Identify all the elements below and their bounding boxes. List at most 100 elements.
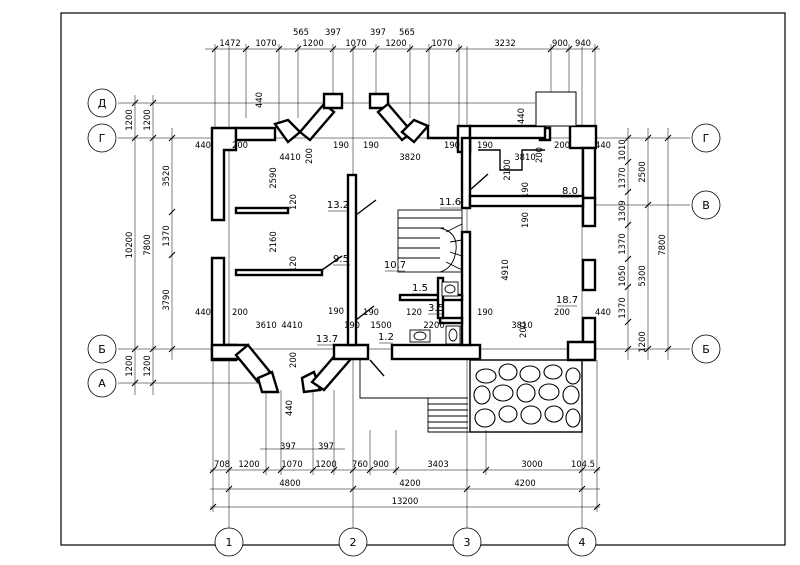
dim-tick <box>131 379 139 387</box>
dim-tick <box>463 485 471 493</box>
dim-tick <box>624 158 632 166</box>
wall-bottom-c <box>332 343 370 361</box>
axis-bubble-g-right <box>691 123 721 153</box>
dim-label: 397 <box>325 27 341 37</box>
dim-tick <box>593 503 601 511</box>
number-axis-lines <box>228 46 583 528</box>
bottom-dimension-labels: 397 397 708 1200 1070 1200 760 900 3403 … <box>214 441 595 506</box>
terrace-outline <box>469 359 583 433</box>
dim-label: 565 <box>293 27 309 37</box>
walls <box>210 91 598 394</box>
dim-tick <box>644 345 652 353</box>
stair-curve <box>439 227 457 273</box>
dim-tick <box>225 466 233 474</box>
dim-label: 397 <box>318 441 334 451</box>
dim-tick <box>578 466 586 474</box>
dim-label: 4200 <box>514 478 535 488</box>
door-leaf <box>355 199 377 216</box>
dim-label: 440 <box>595 307 611 317</box>
door-leaf <box>469 173 489 191</box>
room-area-label: 1.5 <box>412 283 428 294</box>
stone <box>498 363 518 381</box>
axis-label-d: Д <box>98 97 107 110</box>
axis-label-4: 4 <box>579 536 586 549</box>
dim-tick <box>168 345 176 353</box>
toilet-bowl-icon <box>444 284 456 294</box>
dim-label: 1050 <box>617 265 627 286</box>
wall-corner-tr <box>568 124 598 150</box>
wall-bay-top-diag-1 <box>298 102 336 142</box>
dim-tick <box>624 255 632 263</box>
dim-label: 190 <box>444 140 460 150</box>
sheet-frame <box>60 12 786 546</box>
axis-label-v: В <box>702 199 710 212</box>
fixtures <box>409 281 461 345</box>
dim-label: 1200 <box>238 459 259 469</box>
axis-label-g-left: Г <box>99 132 106 145</box>
axis-label-2: 2 <box>350 536 357 549</box>
dim-label: 1070 <box>281 459 302 469</box>
dim-label: 200 <box>232 140 248 150</box>
room-area-label: 1.2 <box>378 332 394 343</box>
dim-label: 190 <box>328 306 344 316</box>
interior-wall-h3 <box>468 194 585 208</box>
dim-label: 1370 <box>161 225 171 246</box>
dim-tick <box>149 379 157 387</box>
wall-top-right-seg2 <box>468 124 547 140</box>
stone <box>498 405 518 423</box>
dim-label: 1370 <box>617 167 627 188</box>
door-leaf <box>355 305 375 321</box>
room-area-label: 18.7 <box>556 295 578 306</box>
axis-bubble-g-left <box>87 123 117 153</box>
dim-tick <box>664 134 672 142</box>
dim-label: 190 <box>333 140 349 150</box>
room-area-label: 13.2 <box>327 200 349 211</box>
dim-label: 200 <box>554 140 570 150</box>
interior-wall-h5 <box>438 316 464 325</box>
dim-tick <box>168 208 176 216</box>
dim-tick <box>547 45 555 53</box>
stone-terrace <box>469 359 583 433</box>
dim-label: 1070 <box>345 38 366 48</box>
stone <box>473 385 491 405</box>
stone <box>475 368 497 384</box>
dim-tick <box>482 466 490 474</box>
dim-tick <box>565 45 573 53</box>
dim-label: 440 <box>195 140 211 150</box>
dim-tick <box>168 251 176 259</box>
dim-tick <box>330 466 338 474</box>
wall-right-2 <box>581 196 597 228</box>
room-area-label: 9.5 <box>333 254 349 265</box>
dim-label: 5300 <box>637 265 647 286</box>
dim-label: 3000 <box>521 459 542 469</box>
dim-label: 397 <box>280 441 296 451</box>
dim-tick <box>168 134 176 142</box>
dim-label: 7800 <box>657 234 667 255</box>
dim-tick <box>349 45 357 53</box>
stone <box>562 385 580 405</box>
dim-tick <box>149 345 157 353</box>
dim-label: 1200 <box>142 355 152 376</box>
wall-bay-top-diag-left <box>273 118 302 144</box>
dim-label: 565 <box>399 27 415 37</box>
axis-bubble-3 <box>452 527 482 557</box>
dim-label: 1472 <box>219 38 240 48</box>
dim-label: 1070 <box>255 38 276 48</box>
dim-label: 440 <box>254 92 264 108</box>
dim-label: 1200 <box>124 355 134 376</box>
stone <box>565 367 581 385</box>
dim-tick <box>624 221 632 229</box>
stone <box>516 383 536 403</box>
stone <box>492 384 514 402</box>
axis-label-a: А <box>98 377 106 390</box>
dim-label: 3232 <box>494 38 515 48</box>
dim-label: 708 <box>214 459 230 469</box>
dim-label: 1200 <box>385 38 406 48</box>
dim-label: 4410 <box>281 320 302 330</box>
dim-tick <box>624 345 632 353</box>
dim-label: 3820 <box>399 152 420 162</box>
axis-bubble-2 <box>338 527 368 557</box>
interior-wall-h2 <box>234 268 324 277</box>
dim-label: 10200 <box>124 232 134 259</box>
